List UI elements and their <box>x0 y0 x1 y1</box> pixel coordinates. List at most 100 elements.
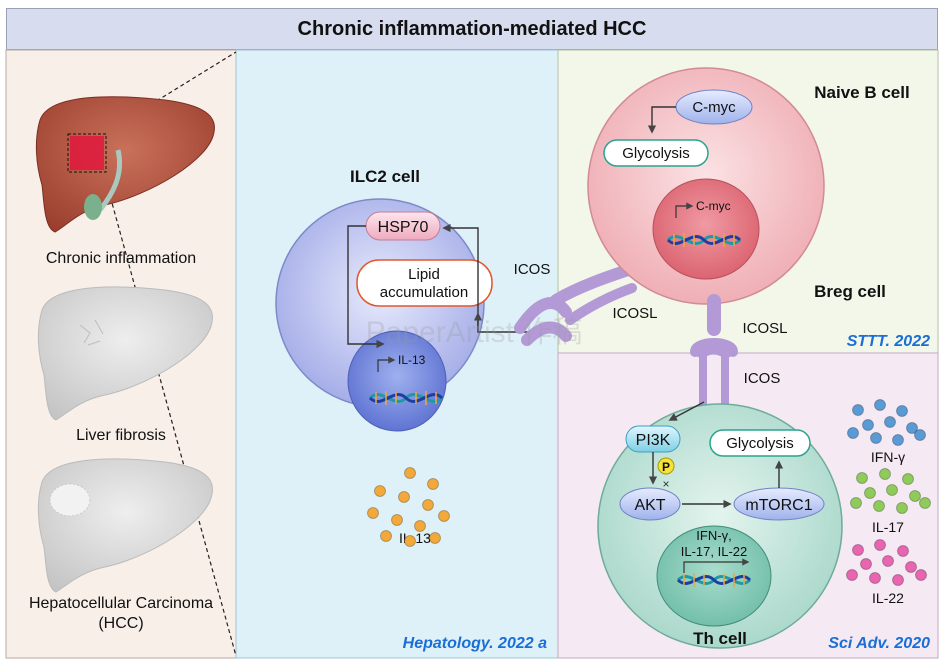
inflamed-liver-image <box>35 96 215 233</box>
ifn-gamma-dot <box>847 427 859 439</box>
ifn-gamma-dot <box>852 404 864 416</box>
stage-label-hcc-line1: Hepatocellular Carcinoma <box>29 595 213 612</box>
il17-dot <box>879 468 891 480</box>
il22-dot <box>852 544 864 556</box>
cytokine-ifn-label: IFN-γ <box>871 449 905 465</box>
ilc2-icosl-label: ICOSL <box>612 305 657 322</box>
hcc-liver-image <box>37 458 213 593</box>
zoom-line-top <box>102 51 237 135</box>
stage-label-liver-fibrosis: Liver fibrosis <box>76 427 166 444</box>
cmyc-gene-promoter <box>675 202 694 218</box>
th-dna-helix-icon <box>676 573 752 587</box>
il22-dot <box>897 545 909 557</box>
ilc2-icos-icosl-receptor-pair <box>514 264 637 346</box>
il22-dot <box>915 569 927 581</box>
il17-dot <box>873 500 885 512</box>
phospho-label: P <box>662 460 670 474</box>
th-genes-line2: IL-17, IL-22 <box>681 544 748 559</box>
th-icos-icosl-receptor-pair <box>690 294 738 414</box>
il17-dot <box>896 502 908 514</box>
th-citation: Sci Adv. 2020 <box>828 635 930 652</box>
ifn-gamma-dot <box>914 429 926 441</box>
cytokine-dot-clusters <box>367 399 931 586</box>
ifn-gamma-dot <box>896 405 908 417</box>
il17-dot <box>850 497 862 509</box>
ilc2-nucleus <box>347 330 447 432</box>
naive-b-cell-title: Naive B cell <box>814 83 909 102</box>
pi3k-label: PI3K <box>636 432 671 449</box>
th-cell-title: Th cell <box>693 629 747 648</box>
cytokine-il17-label: IL-17 <box>872 519 904 535</box>
cmyc-label: C-myc <box>692 99 736 116</box>
il22-dot <box>905 561 917 573</box>
ifn-gamma-dot <box>884 416 896 428</box>
ifn-gamma-dot <box>870 432 882 444</box>
th-glycolysis-node <box>709 429 811 457</box>
akt-node <box>619 487 681 521</box>
il13-dot <box>380 530 392 542</box>
il22-dot <box>892 574 904 586</box>
hsp70-to-il13-arrow <box>347 225 385 349</box>
akt-label: AKT <box>634 497 665 514</box>
breg-icosl-label: ICOSL <box>742 320 787 337</box>
ilc2-cell-title: ILC2 cell <box>350 167 420 186</box>
il22-dot <box>874 539 886 551</box>
il13-dot <box>404 467 416 479</box>
fibrotic-liver-image <box>37 286 213 421</box>
cytokine-il22-label: IL-22 <box>872 590 904 606</box>
il22-dot <box>860 558 872 570</box>
il13-dot <box>391 514 403 526</box>
breg-dna-helix-icon <box>666 233 742 247</box>
zoom-box <box>67 133 107 173</box>
ifn-gamma-dot <box>892 434 904 446</box>
lipid-label-line1: Lipid <box>408 266 440 283</box>
il17-dot <box>864 487 876 499</box>
lipid-label-line2: accumulation <box>380 284 468 301</box>
il17-dot <box>919 497 931 509</box>
cmyc-gene-label: C-myc <box>696 199 731 213</box>
il13-dot <box>367 507 379 519</box>
il13-dot <box>427 478 439 490</box>
il22-dot <box>846 569 858 581</box>
il17-dot <box>902 473 914 485</box>
il17-dot <box>856 472 868 484</box>
il17-dot <box>886 484 898 496</box>
ilc2-dna-helix-icon <box>368 391 444 405</box>
breg-cell-title: Breg cell <box>814 282 886 301</box>
il13-dot <box>398 491 410 503</box>
il17-dot <box>909 490 921 502</box>
il13-dot <box>374 485 386 497</box>
watermark: PaperArtist 作稿 <box>366 316 583 349</box>
cmyc-to-glycolysis-arrow <box>647 106 676 134</box>
breg-glycolysis-label: Glycolysis <box>622 145 690 162</box>
ifn-gamma-dot <box>874 399 886 411</box>
mtorc1-label: mTORC1 <box>745 497 812 514</box>
il13-dot <box>422 499 434 511</box>
icos-to-hsp70-arrow <box>442 223 479 326</box>
il13-dot <box>404 535 416 547</box>
th-nucleus <box>656 525 772 627</box>
il22-dot <box>882 555 894 567</box>
lipid-accumulation-node <box>356 259 493 307</box>
icos-to-pi3k-arrow <box>668 401 705 421</box>
il13-dot <box>429 532 441 544</box>
ilc2-icos-label: ICOS <box>514 261 551 278</box>
il13-dot <box>414 520 426 532</box>
phospho-icon <box>657 457 675 475</box>
inhibition-mark: × <box>662 477 669 491</box>
il13-gene-promoter <box>377 356 396 372</box>
breg-glycolysis-node <box>603 139 709 167</box>
ifn-gamma-dot <box>906 422 918 434</box>
th-genes-line1: IFN-γ, <box>696 528 731 543</box>
breg-citation: STTT. 2022 <box>847 333 930 350</box>
il13-gene-label: IL-13 <box>398 353 426 367</box>
il22-dot <box>869 572 881 584</box>
stage-label-chronic-inflammation: Chronic inflammation <box>46 250 196 267</box>
hsp70-label: HSP70 <box>378 219 429 236</box>
il13-dot <box>438 510 450 522</box>
stage-label-hcc-line2: (HCC) <box>98 615 143 632</box>
figure-title: Chronic inflammation-mediated HCC <box>6 8 938 50</box>
th-gene-promoter <box>683 558 750 573</box>
